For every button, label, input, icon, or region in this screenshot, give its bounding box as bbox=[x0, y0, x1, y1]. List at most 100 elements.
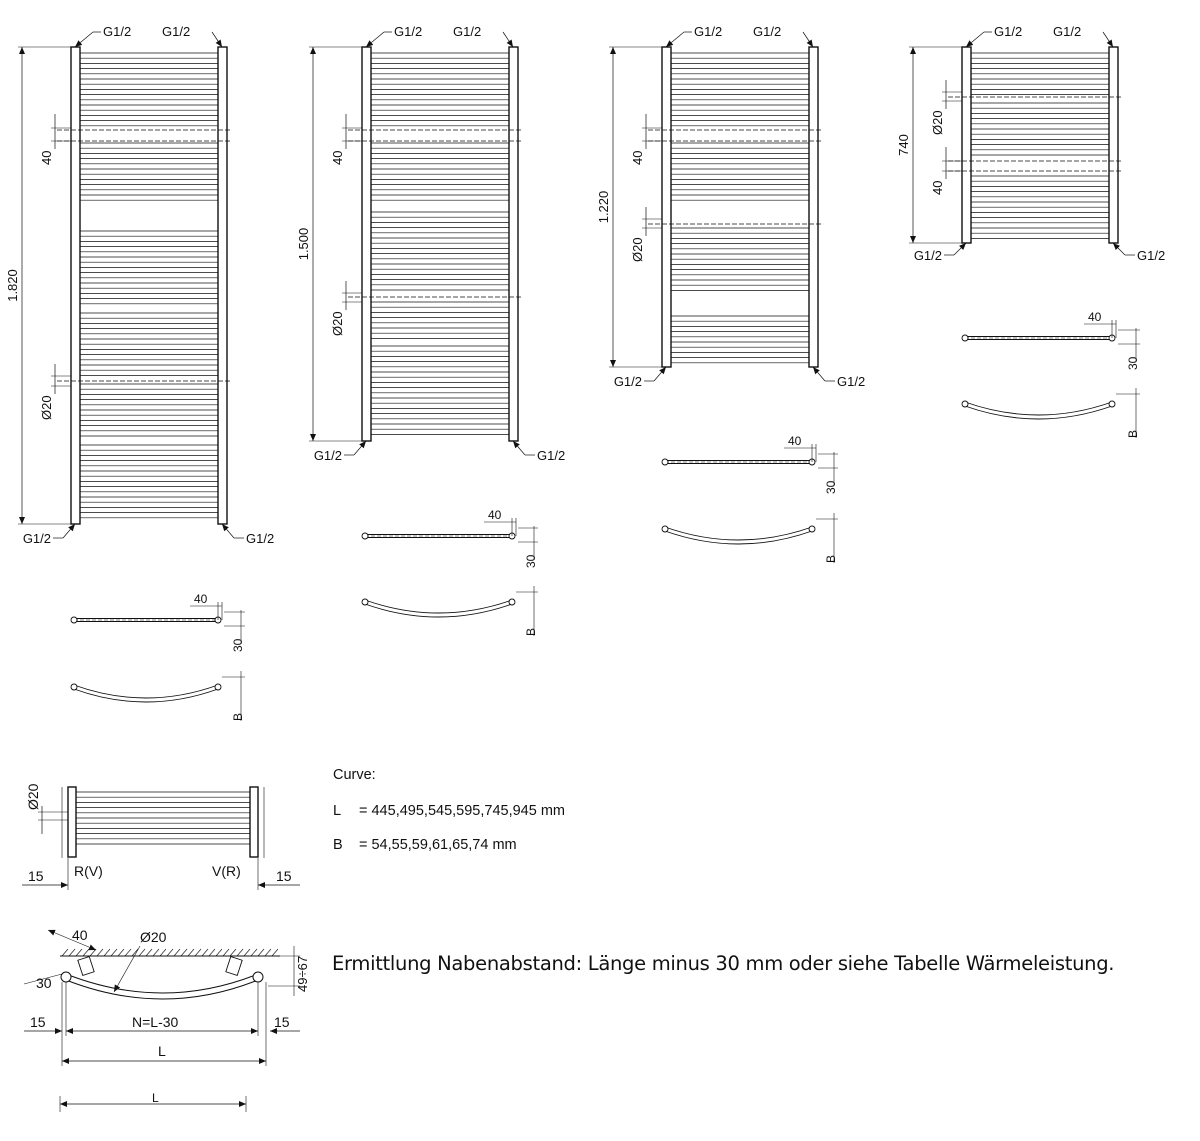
wall-hatch bbox=[110, 948, 118, 957]
connection-leader bbox=[965, 31, 985, 48]
connection-leader bbox=[1112, 242, 1126, 256]
curve-title: Curve: bbox=[333, 767, 376, 783]
offset-label: 40 bbox=[72, 927, 88, 943]
diameter-label: Ø20 bbox=[930, 110, 945, 135]
angle-dimension bbox=[23, 973, 63, 985]
curve-depth-values: = 54,55,59,61,65,74 mm bbox=[359, 837, 517, 853]
wall-hatch bbox=[229, 948, 237, 957]
connection-label: G1/2 bbox=[162, 24, 190, 39]
spacing-label: 40 bbox=[39, 151, 54, 165]
spacing-label: 40 bbox=[630, 151, 645, 165]
right-collector bbox=[217, 46, 228, 525]
wall-hatch bbox=[236, 948, 244, 957]
offset-label: 40 bbox=[1088, 310, 1102, 324]
offset-label: 40 bbox=[488, 508, 502, 522]
connection-leader bbox=[502, 31, 514, 48]
diameter-label: Ø20 bbox=[140, 929, 167, 945]
end-cap bbox=[961, 334, 969, 342]
wall-hatch bbox=[89, 948, 97, 957]
connection-label: G1/2 bbox=[537, 448, 565, 463]
side-offset-label: 15 bbox=[276, 868, 292, 884]
wall-hatch bbox=[138, 948, 146, 957]
curve-depth-label: B bbox=[1126, 430, 1140, 438]
wall-hatch bbox=[103, 948, 111, 957]
supply-return-label: V(R) bbox=[212, 863, 241, 879]
connection-label: G1/2 bbox=[994, 24, 1022, 39]
end-cap bbox=[70, 616, 78, 624]
connection-label: G1/2 bbox=[246, 531, 274, 546]
height-label: 1.820 bbox=[5, 269, 20, 302]
wall-hatch bbox=[82, 948, 90, 957]
end-cap bbox=[661, 458, 669, 466]
end-cap bbox=[214, 683, 222, 691]
connection-leader bbox=[802, 31, 814, 48]
connection-leader bbox=[512, 440, 526, 456]
wall-hatch bbox=[145, 948, 153, 957]
height-label: 740 bbox=[896, 134, 911, 156]
depth-label: 30 bbox=[524, 554, 538, 568]
right-collector bbox=[808, 46, 819, 368]
connection-label: G1/2 bbox=[753, 24, 781, 39]
wall-hatch bbox=[250, 948, 258, 957]
wall-hatch bbox=[208, 948, 216, 957]
wall-hatch bbox=[68, 948, 76, 957]
wall-hatch bbox=[173, 948, 181, 957]
right-collector bbox=[249, 786, 259, 858]
connection-label: G1/2 bbox=[914, 248, 942, 263]
connection-leader bbox=[812, 366, 826, 382]
wall-hatch bbox=[271, 948, 279, 957]
right-collector bbox=[508, 46, 519, 442]
connection-leader bbox=[62, 523, 76, 539]
diameter-label: Ø20 bbox=[39, 395, 54, 420]
diameter-label: Ø20 bbox=[630, 237, 645, 262]
curved-bar bbox=[65, 979, 259, 1000]
end-cap bbox=[252, 971, 264, 983]
connection-leader bbox=[211, 31, 223, 48]
curved-bar bbox=[364, 603, 513, 618]
wall-hatch bbox=[75, 948, 83, 957]
wall-hatch bbox=[117, 948, 125, 957]
length-label: L bbox=[158, 1043, 166, 1059]
right-collector bbox=[1108, 46, 1119, 244]
wall-hatch bbox=[61, 948, 69, 957]
depth-label: 30 bbox=[36, 975, 52, 991]
depth-label: 30 bbox=[231, 638, 245, 652]
curved-bar bbox=[65, 973, 259, 994]
curved-bar bbox=[664, 526, 813, 541]
end-cap bbox=[808, 525, 816, 533]
curved-bar bbox=[964, 401, 1113, 416]
connection-label: G1/2 bbox=[453, 24, 481, 39]
wall-hatch bbox=[131, 948, 139, 957]
connection-label: G1/2 bbox=[314, 448, 342, 463]
connection-leader bbox=[953, 242, 967, 256]
side-offset-label: 15 bbox=[274, 1014, 290, 1030]
wall-hatch bbox=[222, 948, 230, 957]
wall-hatch bbox=[159, 948, 167, 957]
wall-hatch bbox=[152, 948, 160, 957]
end-cap bbox=[70, 683, 78, 691]
connection-leader bbox=[365, 31, 385, 48]
connection-label: G1/2 bbox=[614, 374, 642, 389]
wall-hatch bbox=[201, 948, 209, 957]
curve-length-label: L bbox=[333, 803, 342, 819]
curve-length-line: L= 445,495,545,595,745,945 mm bbox=[333, 804, 565, 819]
end-cap bbox=[961, 400, 969, 408]
left-collector bbox=[361, 46, 372, 442]
hub-distance-formula: Ermittlung Nabenabstand: Länge minus 30 … bbox=[332, 952, 1115, 975]
spacing-label: 40 bbox=[930, 181, 945, 195]
depth-label: 30 bbox=[824, 480, 838, 494]
arc-range-label: 49÷67 bbox=[295, 956, 310, 992]
height-label: 1.500 bbox=[296, 228, 311, 261]
connection-label: G1/2 bbox=[23, 531, 51, 546]
curve-depth-label: B bbox=[333, 837, 343, 853]
